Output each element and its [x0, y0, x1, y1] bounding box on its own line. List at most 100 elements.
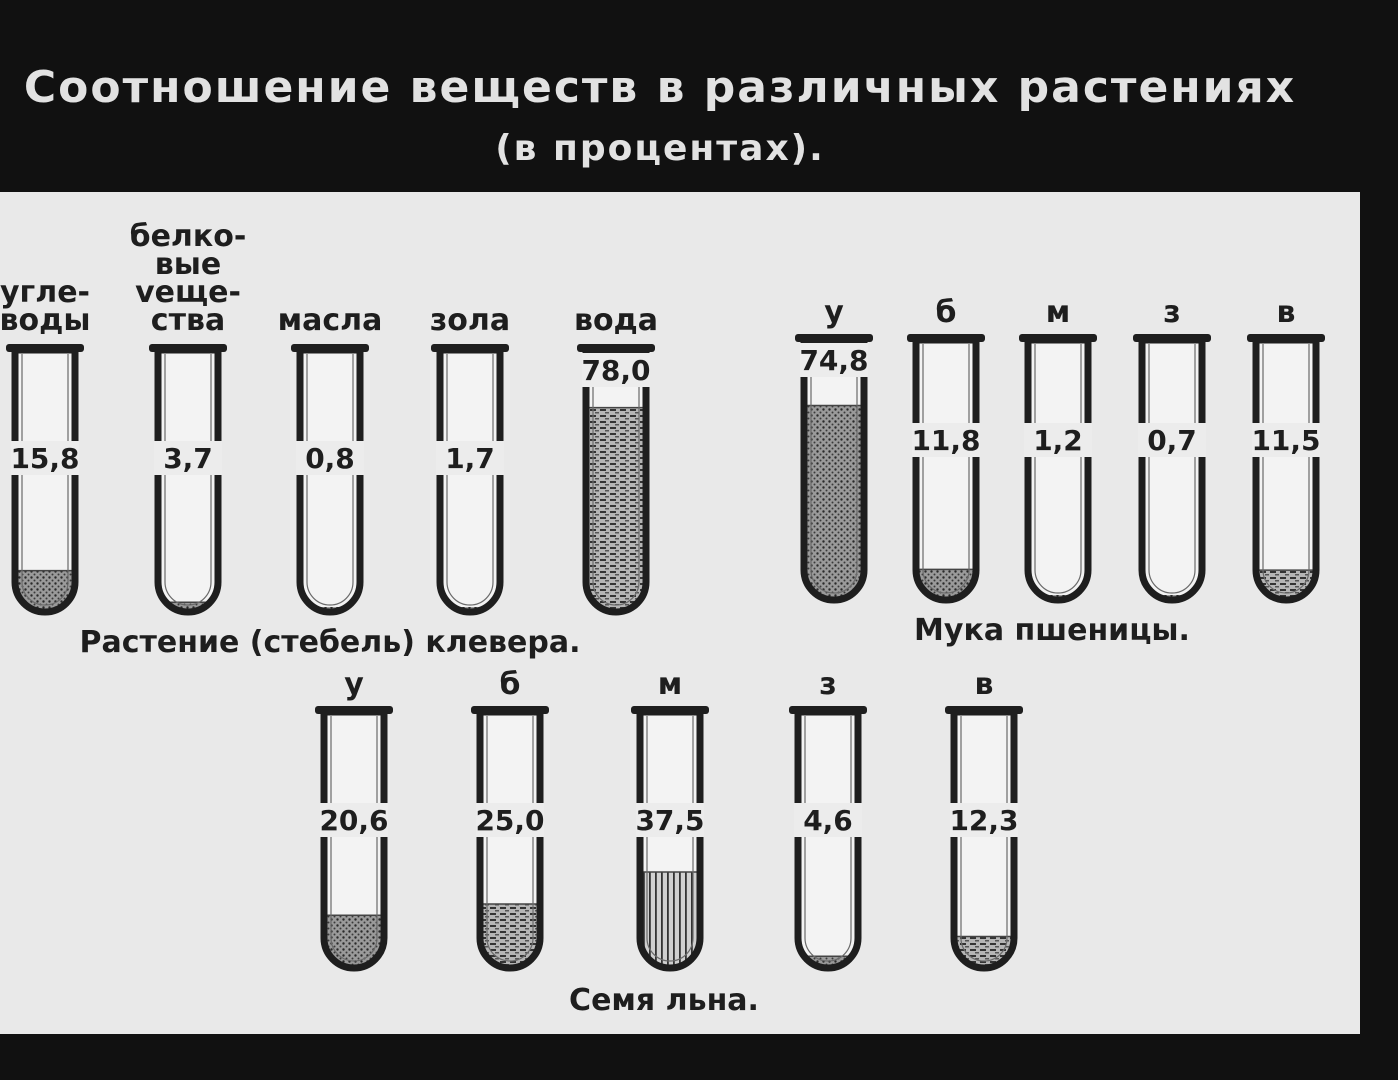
value-backing — [636, 803, 704, 837]
test-tube: м1,2 — [1019, 295, 1097, 604]
tube-inner-line — [960, 716, 1008, 962]
tube-inner-line — [1148, 344, 1196, 594]
tube-rim — [945, 706, 1023, 714]
tube-glass — [1024, 336, 1092, 604]
tube-rim — [149, 344, 227, 352]
tube-interior — [916, 340, 976, 600]
tube-value: 4,6 — [803, 804, 853, 837]
tube-glass — [794, 708, 862, 972]
tube-rim — [431, 344, 509, 352]
value-backing — [1024, 423, 1092, 457]
tube-rim — [789, 706, 867, 714]
value-backing — [476, 803, 544, 837]
tube-inner-line — [646, 716, 694, 962]
tube-interior — [954, 712, 1014, 968]
tube-liquid — [804, 405, 864, 600]
tube-interior — [1028, 340, 1088, 600]
tube-interior — [158, 350, 218, 612]
tube-label: з — [819, 667, 836, 702]
tube-value: 0,8 — [305, 442, 355, 475]
tube-glass — [154, 346, 222, 616]
tube-label: масла — [278, 303, 383, 338]
page-title: Соотношение веществ в различных растения… — [23, 62, 1297, 113]
value-backing — [582, 353, 650, 387]
value-backing — [1252, 423, 1320, 457]
tube-glass — [950, 708, 1018, 972]
tube-glass — [582, 346, 650, 616]
tube-rim — [315, 706, 393, 714]
test-tube: в 11,5 — [1247, 295, 1325, 604]
tube-value: 1,7 — [445, 442, 495, 475]
tube-value: 11,8 — [911, 424, 980, 457]
tube-label: в — [975, 667, 994, 702]
tube-label: в — [1277, 295, 1296, 330]
tube-value: 78,0 — [581, 354, 650, 387]
tube-label: б — [500, 667, 521, 702]
test-tube: б 11,8 — [907, 295, 985, 604]
value-backing — [296, 441, 364, 475]
tube-rim — [471, 706, 549, 714]
test-tube: вода 78,0 — [574, 303, 658, 616]
tube-rim — [1133, 334, 1211, 342]
tube-value: 12,3 — [949, 804, 1018, 837]
tube-rim — [6, 344, 84, 352]
tube-inner-line — [1034, 344, 1082, 594]
tube-inner-line — [164, 354, 212, 606]
tube-value: 0,7 — [1147, 424, 1197, 457]
tube-inner-line — [922, 344, 970, 594]
test-tube: м 37,5 — [631, 667, 709, 972]
tube-label: белко- — [130, 219, 247, 254]
tube-label: м — [658, 667, 683, 702]
tube-label: у — [344, 667, 364, 702]
tube-interior — [15, 350, 75, 612]
value-backing — [320, 803, 388, 837]
test-tube: в 12,3 — [945, 667, 1023, 972]
tube-glass — [800, 336, 868, 604]
tube-rim — [1247, 334, 1325, 342]
tube-inner-line — [486, 716, 534, 962]
tube-inner-line — [306, 354, 354, 606]
test-tube: у20,6 — [315, 667, 393, 972]
value-backing — [794, 803, 862, 837]
tube-rim — [795, 334, 873, 342]
tube-rim — [907, 334, 985, 342]
value-backing — [912, 423, 980, 457]
test-tube: у74,8 — [795, 295, 873, 604]
tube-glass — [436, 346, 504, 616]
tube-glass — [912, 336, 980, 604]
tube-inner-line — [330, 716, 378, 962]
value-backing — [436, 441, 504, 475]
value-backing — [950, 803, 1018, 837]
tube-liquid — [158, 602, 218, 612]
tube-interior — [1142, 340, 1202, 600]
tube-value: 11,5 — [1251, 424, 1320, 457]
tube-label: вода — [574, 303, 658, 338]
tube-interior — [1256, 340, 1316, 600]
value-backing — [800, 343, 868, 377]
tube-rim — [291, 344, 369, 352]
tube-value: 15,8 — [10, 442, 79, 475]
group-caption: Растение (стебель) клевера. — [79, 625, 580, 660]
tube-value: 3,7 — [163, 442, 213, 475]
tube-inner-line — [446, 354, 494, 606]
tube-glass — [1138, 336, 1206, 604]
tube-inner-line — [1262, 344, 1310, 594]
tube-value: 25,0 — [475, 804, 544, 837]
tube-value: 1,2 — [1033, 424, 1083, 457]
tube-glass — [11, 346, 79, 616]
tube-label: б — [936, 295, 957, 330]
tube-label: угле- — [0, 275, 90, 310]
value-backing — [11, 441, 79, 475]
tube-liquid — [640, 872, 700, 968]
tube-value: 37,5 — [635, 804, 704, 837]
tube-interior — [300, 350, 360, 612]
tube-label: у — [824, 295, 844, 330]
